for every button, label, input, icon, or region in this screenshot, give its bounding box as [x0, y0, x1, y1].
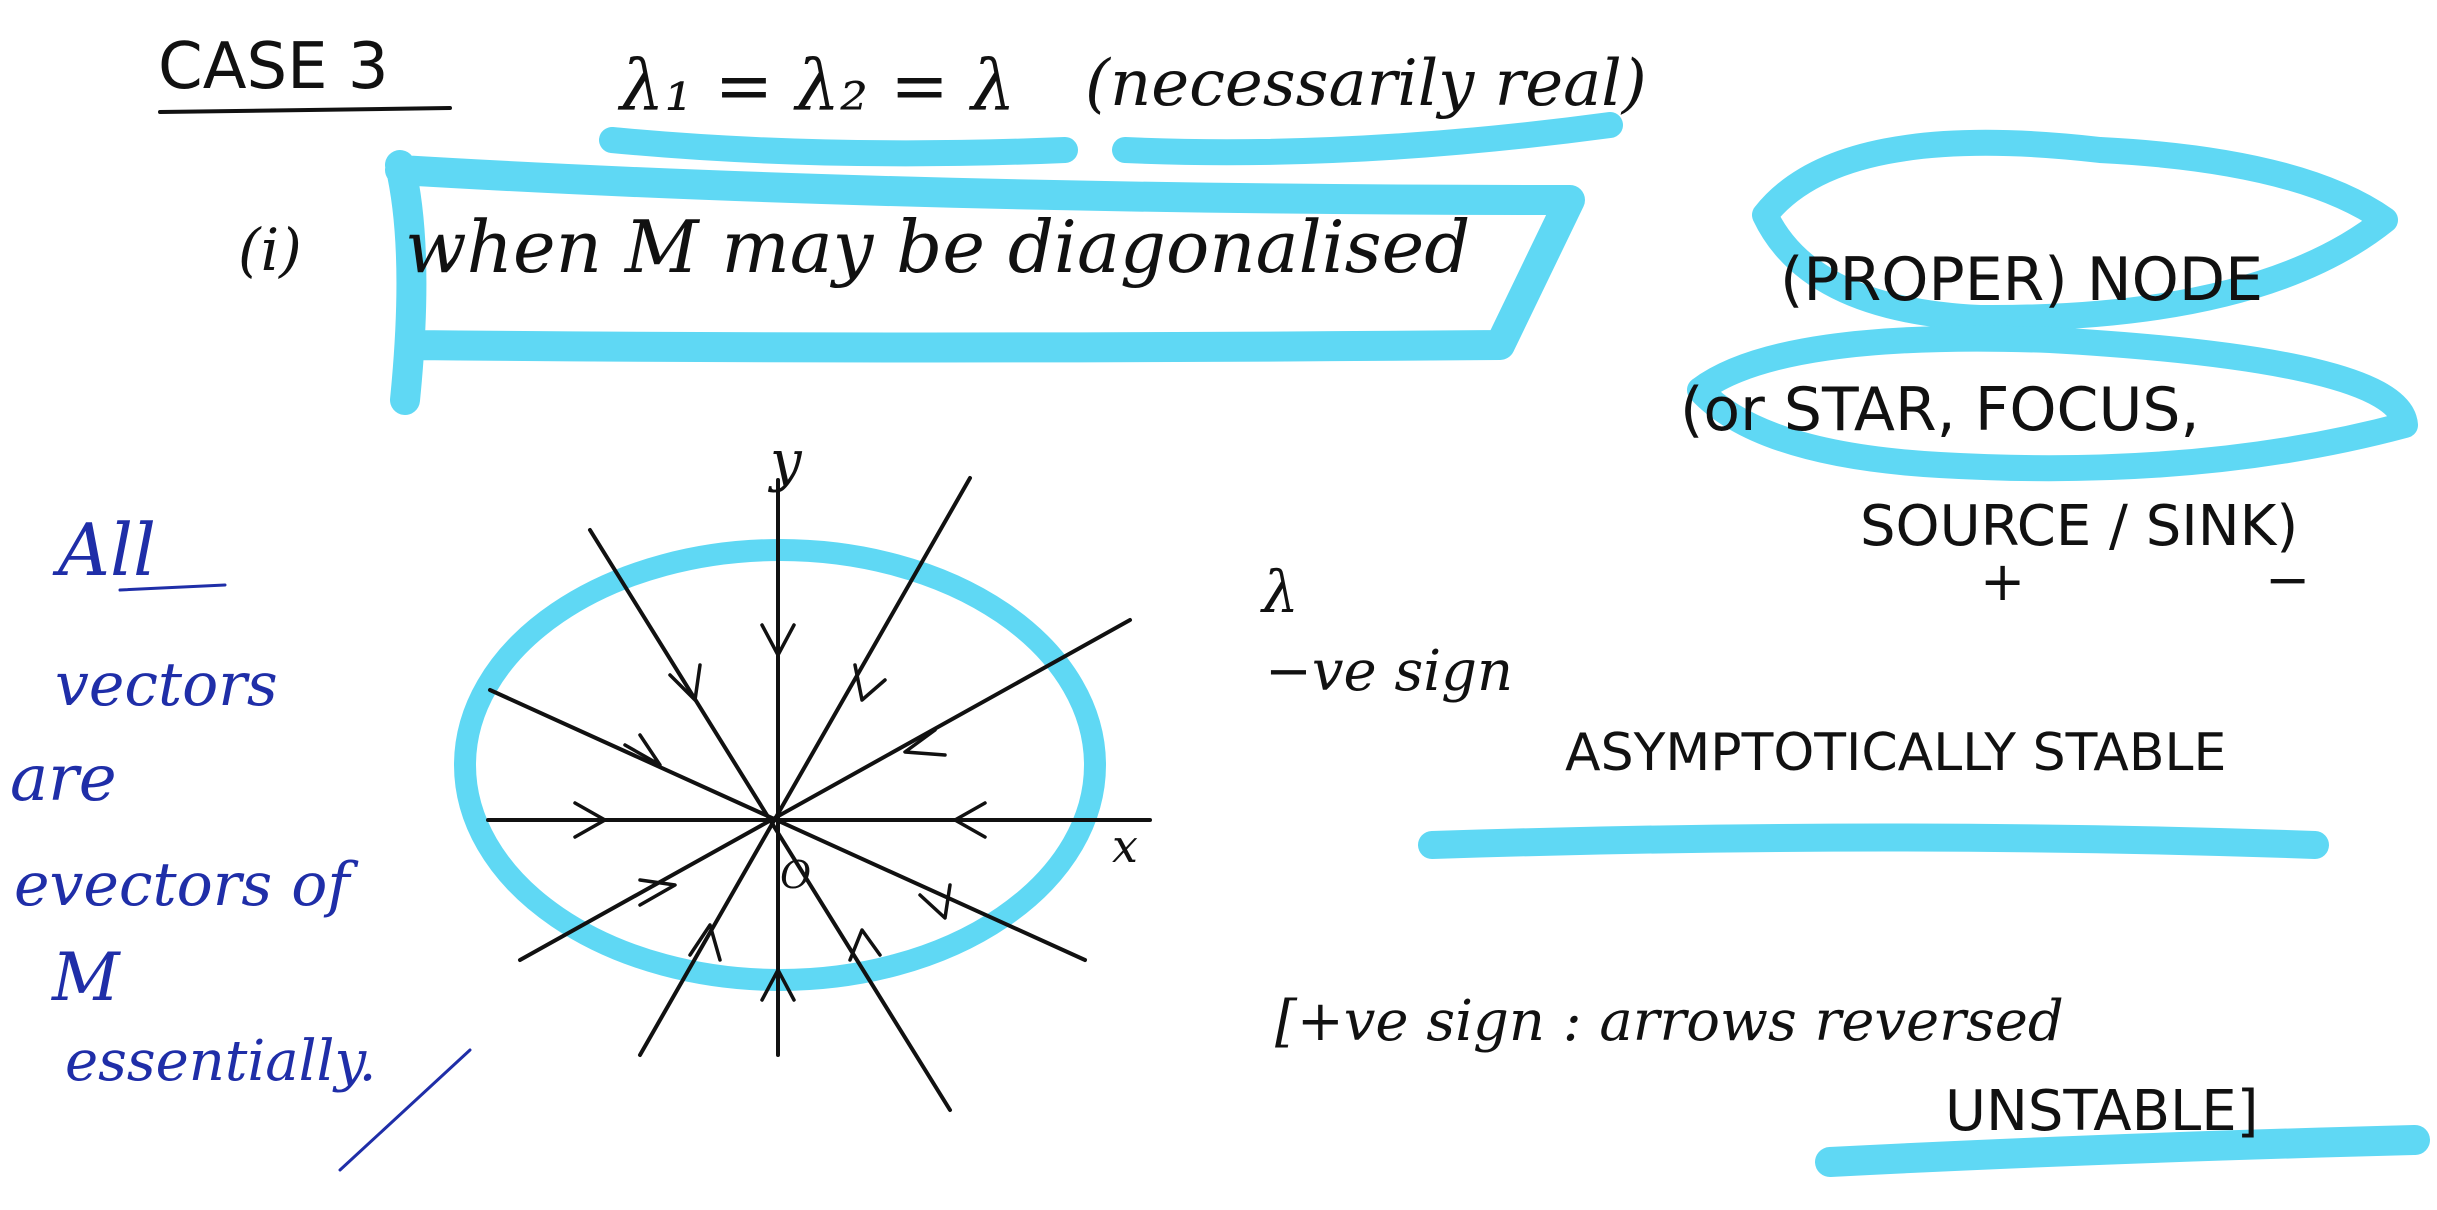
origin-label: O	[780, 853, 811, 897]
highlight-node-alt	[1687, 325, 2418, 482]
margin-note: All vectors are evectors of M essentiall…	[10, 508, 472, 1172]
highlight-unstable-label	[1815, 1125, 2430, 1177]
x-axis-label: x	[1112, 819, 1138, 873]
arrowhead	[668, 663, 702, 702]
positive-sign-note: [+ve sign : arrows reversed	[1275, 989, 2064, 1054]
phase-portrait: y x O	[486, 429, 1152, 1112]
arrowhead	[903, 728, 947, 757]
unstable-label: UNSTABLE]	[1945, 1079, 2258, 1144]
margin-note-line: essentially.	[65, 1029, 376, 1094]
arrowhead	[623, 733, 662, 767]
arrowhead	[573, 801, 607, 839]
stable-label: ASYMPTOTICALLY STABLE	[1565, 723, 2226, 783]
highlight-node-title	[1752, 129, 2398, 332]
margin-note-line: evectors of	[14, 850, 359, 920]
arrowhead	[688, 923, 722, 962]
highlight-stable-label	[1418, 823, 2329, 859]
arrowhead	[760, 968, 796, 1002]
margin-note-line: All	[52, 508, 156, 592]
margin-note-line: M	[51, 939, 121, 1016]
margin-note-line: are	[10, 742, 117, 816]
trajectory-line	[518, 618, 1132, 962]
arrowhead	[953, 801, 987, 839]
margin-note-tail	[338, 1048, 472, 1172]
highlight-eigen-note	[1112, 112, 1623, 166]
lambda-symbol: λ	[1260, 558, 1299, 626]
highlight-subcase-box	[385, 150, 1585, 415]
margin-note-underline	[118, 583, 227, 592]
source-sign: +	[1980, 550, 2025, 613]
node-title: (PROPER) NODE	[1780, 245, 2263, 315]
case-heading-underline	[158, 106, 452, 114]
eigen-condition: λ₁ = λ₂ = λ	[617, 45, 1016, 127]
case-heading: CASE 3	[158, 30, 389, 104]
node-alternatives-line2: SOURCE / SINK)	[1860, 494, 2298, 559]
trajectory-line	[638, 476, 972, 1057]
arrowhead	[848, 928, 882, 962]
arrowhead	[638, 878, 677, 907]
highlight-eigen-condition	[599, 127, 1078, 167]
sink-sign: −	[2265, 548, 2310, 611]
arrowhead	[760, 623, 796, 657]
eigen-note: (necessarily real)	[1085, 47, 1647, 121]
subcase-text: when M may be diagonalised	[405, 205, 1470, 289]
negative-sign-note: −ve sign	[1265, 639, 1513, 704]
arrowhead	[918, 883, 952, 920]
margin-note-line: vectors	[55, 650, 278, 720]
trajectory-line	[488, 688, 1087, 962]
node-alternatives-line1: (or STAR, FOCUS,	[1680, 375, 2200, 445]
arrowhead	[853, 663, 887, 702]
subcase-number: (i)	[238, 216, 302, 284]
y-axis-label: y	[767, 429, 803, 494]
highlighter-marks	[385, 112, 2430, 1177]
